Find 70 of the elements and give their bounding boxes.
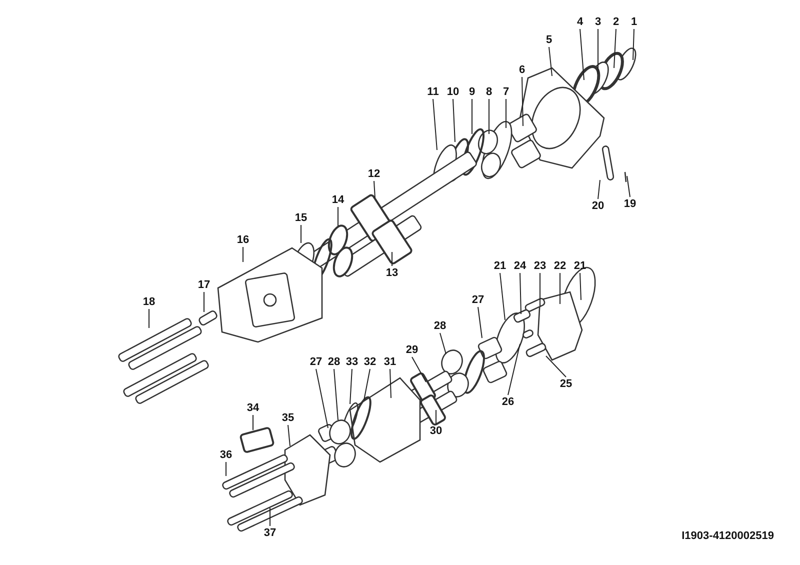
leader-line [508, 344, 520, 396]
leader-line [374, 180, 376, 198]
leader-line [546, 356, 566, 378]
callout-number: 18 [142, 296, 156, 308]
leader-line [580, 28, 584, 80]
callout-number: 30 [430, 425, 442, 437]
callout-number: 32 [364, 356, 376, 368]
leader-line [520, 272, 522, 314]
callout-number: 11 [427, 86, 439, 98]
callout-number: 22 [554, 260, 566, 272]
leader-line [580, 272, 582, 300]
callout-number: 20 [592, 200, 604, 212]
callout-number: 19 [624, 198, 636, 210]
callout-number: 33 [346, 356, 358, 368]
leader-line [432, 98, 438, 150]
leader-line [548, 46, 552, 76]
leader-line [478, 306, 482, 338]
leader-line [632, 28, 634, 60]
callout-number: 13 [386, 267, 398, 279]
leader-line [242, 246, 244, 262]
callout-number: 2 [612, 16, 620, 28]
leader-line [316, 368, 328, 428]
callout-number: 15 [294, 212, 308, 224]
callout-number: 31 [384, 356, 396, 368]
callout-number: 25 [560, 378, 572, 390]
leader-line [300, 224, 302, 244]
drawing-number: I1903-4120002519 [682, 530, 774, 542]
leader-line [452, 98, 456, 142]
leader-line [598, 180, 600, 200]
callout-number: 34 [246, 402, 260, 414]
leader-line [390, 368, 392, 398]
leader-line [252, 414, 254, 430]
callout-number: 36 [220, 449, 232, 461]
callout-number: 10 [446, 86, 460, 98]
callout-number: 24 [514, 260, 526, 272]
callout-number: 9 [468, 86, 476, 98]
callout-number: 12 [368, 168, 380, 180]
callout-number: 27 [472, 294, 484, 306]
callout-number: 16 [236, 234, 250, 246]
callout-number: 14 [332, 194, 344, 206]
callout-number: 28 [434, 320, 446, 332]
callout-number: 26 [502, 396, 514, 408]
callout-number: 8 [486, 86, 492, 98]
callout-number: 29 [406, 344, 418, 356]
callout-number: 3 [594, 16, 602, 28]
callout-number: 6 [518, 64, 526, 76]
leader-line [334, 368, 338, 420]
callout-number: 23 [534, 260, 546, 272]
callout-number: 17 [198, 279, 210, 291]
leader-line [614, 28, 616, 68]
leader-line [522, 76, 524, 126]
leader-line [626, 176, 630, 198]
callout-number: 21 [574, 260, 586, 272]
leader-line [350, 368, 352, 404]
callout-number: 37 [264, 527, 276, 539]
leader-line [412, 356, 426, 382]
callout-number: 4 [576, 16, 584, 28]
leader-line [488, 98, 490, 134]
callout-number: 35 [282, 412, 294, 424]
leader-line [500, 272, 506, 320]
leader-line [148, 308, 150, 328]
leader-line [364, 368, 370, 400]
callout-number: 21 [494, 260, 506, 272]
callout-number: 1 [630, 16, 638, 28]
leader-line [440, 332, 446, 354]
callout-number: 7 [502, 86, 510, 98]
callout-number: 5 [546, 34, 552, 46]
callout-number: 28 [328, 356, 340, 368]
callout-number: 27 [310, 356, 322, 368]
leader-line [288, 424, 290, 446]
